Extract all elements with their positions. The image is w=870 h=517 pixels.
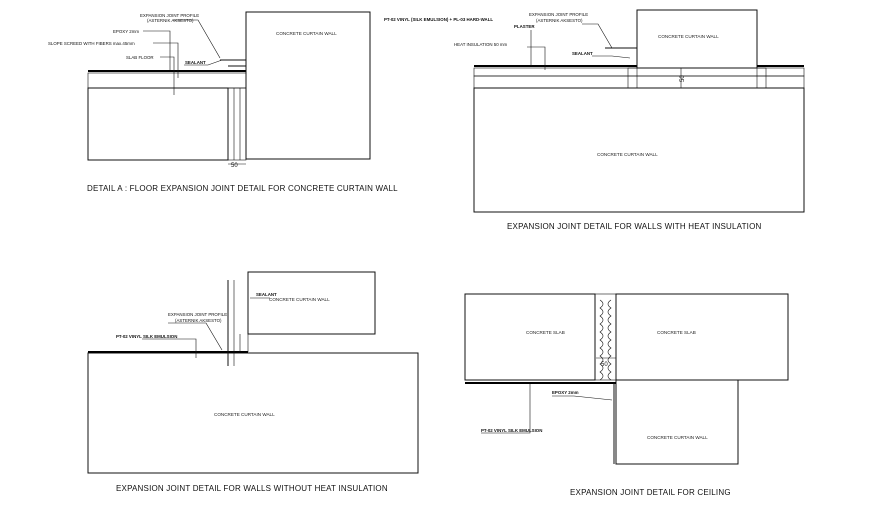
detail-d-label-slab-left: CONCRETE SLAB	[526, 330, 565, 335]
detail-a-screed	[87, 72, 247, 89]
detail-d-label-wall: CONCRETE CURTAIN WALL	[647, 435, 708, 440]
detail-b-label-sealant: SEALANT	[572, 51, 593, 56]
detail-d-label-epoxy: EPOXY 2mm	[552, 390, 579, 395]
detail-d-slab-left	[464, 293, 596, 381]
detail-d-joint-gap	[594, 293, 617, 381]
detail-a-joint-gap	[227, 87, 247, 161]
detail-b-label-profile-1: EXPANSION JOINT PROFILE	[529, 12, 588, 17]
detail-b-dimension: 50	[680, 75, 686, 82]
detail-a-label-slab: SLAB FLOOR	[126, 55, 154, 60]
detail-b-label-paint: PT-02 VINYL (SILK EMULSION) + PL-03 HARD…	[384, 17, 493, 22]
detail-a-label-screed: SLOPE SCREED WITH FIBERS max.45mm	[48, 41, 135, 46]
detail-b-insulation	[473, 67, 805, 77]
detail-d-wall	[615, 379, 739, 465]
detail-d: 50 CONCRETE SLAB CONCRETE SLAB EPOXY 2mm…	[464, 293, 789, 497]
detail-d-slab-right	[615, 293, 789, 381]
detail-b-profile	[605, 47, 638, 66]
detail-c: SEALANT EXPANSION JOINT PROFILE (ASTERNI…	[87, 271, 419, 493]
detail-c-title: EXPANSION JOINT DETAIL FOR WALLS WITHOUT…	[116, 484, 388, 493]
detail-c-label-profile-2: (ASTERNIK AKSESTO)	[175, 318, 222, 323]
detail-a-label-epoxy: EPOXY 2mm	[113, 29, 139, 34]
detail-d-title: EXPANSION JOINT DETAIL FOR CEILING	[570, 488, 731, 497]
detail-b-joint-gap	[627, 67, 638, 89]
detail-a-label-sealant: SEALANT	[185, 60, 206, 65]
detail-c-label-wall-top: CONCRETE CURTAIN WALL	[269, 297, 330, 302]
detail-c-label-wall-bottom: CONCRETE CURTAIN WALL	[214, 412, 275, 417]
detail-c-label-paint: PT-02 VINYL SILK EMULSION	[116, 334, 177, 339]
detail-d-filler	[599, 299, 604, 381]
detail-a: 50 EXPANSION JOINT PROFILE (ASTERNIK AKS…	[48, 11, 398, 193]
detail-b: 50 PT-02 VINYL (SILK EMULSION) + PL-03 H…	[384, 9, 805, 231]
detail-b-wall-top	[636, 9, 758, 69]
detail-b-label-insulation: HEAT INSULATION 50 mm	[454, 42, 508, 47]
detail-a-slab	[87, 87, 229, 161]
detail-d-dimension: 50	[601, 362, 608, 368]
detail-b-title: EXPANSION JOINT DETAIL FOR WALLS WITH HE…	[507, 222, 762, 231]
detail-c-label-profile-1: EXPANSION JOINT PROFILE	[168, 312, 227, 317]
detail-a-label-wall: CONCRETE CURTAIN WALL	[276, 31, 337, 36]
detail-d-label-slab-right: CONCRETE SLAB	[657, 330, 696, 335]
detail-b-label-plaster: PLASTER	[514, 24, 535, 29]
detail-c-wall-top	[247, 271, 376, 335]
detail-a-label-profile-2: (ASTERNIK AKSESTO)	[147, 18, 194, 23]
detail-d-label-paint: PT-02 VINYL SILK EMULSION	[481, 428, 542, 433]
detail-a-title: DETAIL A : FLOOR EXPANSION JOINT DETAIL …	[87, 184, 398, 193]
detail-b-wall-bottom	[473, 87, 805, 213]
detail-b-label-profile-2: (ASTERNIK AKSESTO)	[536, 18, 583, 23]
detail-c-label-sealant: SEALANT	[256, 292, 277, 297]
detail-a-dimension: 50	[231, 163, 238, 169]
detail-c-wall-bottom	[87, 352, 419, 474]
detail-b-plaster	[473, 75, 805, 89]
detail-b-label-wall-top: CONCRETE CURTAIN WALL	[658, 34, 719, 39]
detail-a-profile	[220, 59, 247, 73]
detail-b-label-wall-bottom: CONCRETE CURTAIN WALL	[597, 152, 658, 157]
detail-a-label-profile-1: EXPANSION JOINT PROFILE	[140, 13, 199, 18]
